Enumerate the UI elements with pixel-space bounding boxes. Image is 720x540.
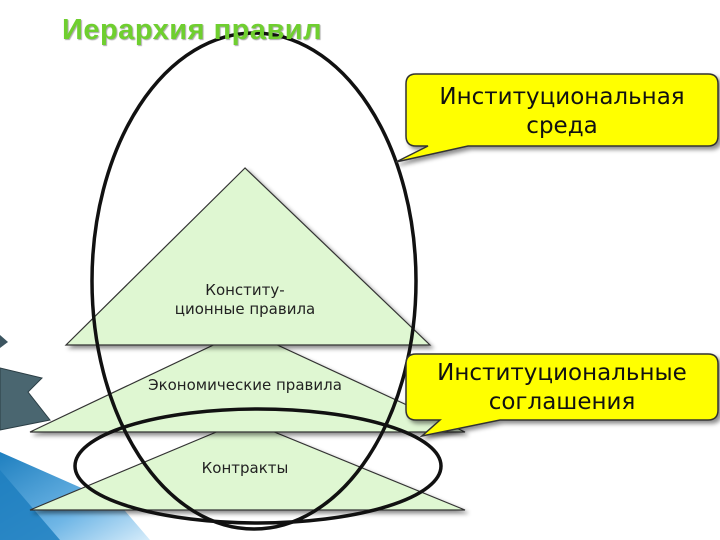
tier-contracts [29,419,466,511]
callout-environment-text: Институциональная среда [408,83,716,141]
slate-block [0,367,51,431]
tier-constitutional-line1: Конститу- [205,281,285,299]
tier-constitutional-rules [64,167,432,346]
callout-environment-line1: Институциональная [439,84,685,110]
tier-economic-label: Экономические правила [148,376,342,394]
callout-environment-line2: среда [526,113,598,139]
agreements-oval [73,407,443,525]
callout-agreements-bubble [405,353,719,438]
callout-agreements-line2: соглашения [488,389,636,415]
environment-oval [90,31,418,531]
page-title: Иерархия правил [62,14,323,46]
rules-pyramid [29,167,466,511]
callout-agreements-line1: Институциональные [437,360,687,386]
blue-swoosh-dark [0,470,60,540]
tier-economic-rules [29,329,466,433]
tier-contracts-label: Контракты [201,459,289,477]
callout-environment [395,73,719,163]
slate-arrow-tip [0,335,8,348]
callout-agreements-text: Институциональные соглашения [408,359,716,417]
tier-constitutional-label: Конститу- ционные правила [150,281,340,319]
callout-environment-bubble [395,73,719,163]
callout-agreements [405,353,719,438]
tier-constitutional-line2: ционные правила [174,300,316,318]
